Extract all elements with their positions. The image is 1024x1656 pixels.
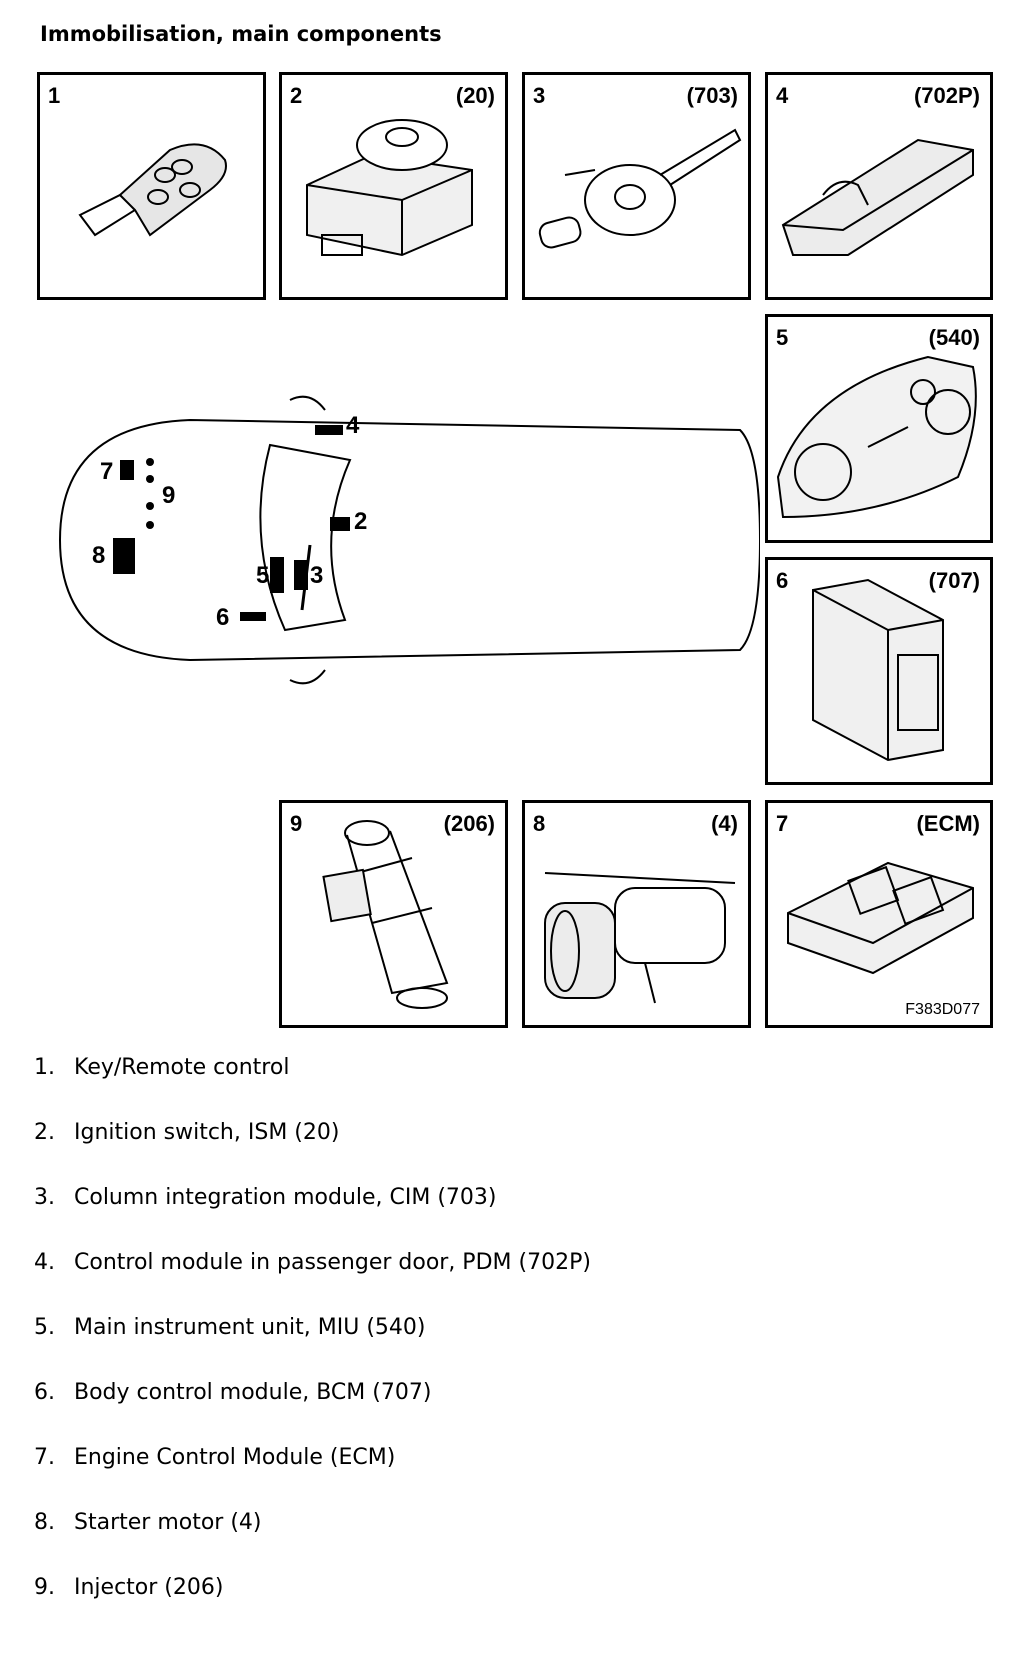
list-item: 1. Key/Remote control (34, 1055, 591, 1120)
panel-ecm: 7 (ECM) F383D077 (765, 800, 993, 1028)
injector-illustration (322, 820, 449, 1009)
list-item: 6. Body control module, BCM (707) (34, 1380, 591, 1445)
body-control-module-illustration (812, 578, 944, 762)
door-module-illustration (781, 138, 974, 256)
panel-number: 2 (290, 83, 303, 108)
component-list: 1. Key/Remote control 2. Ignition switch, … (34, 1055, 591, 1640)
panel-code: (ECM) (916, 811, 980, 836)
marker-4: 4 (346, 412, 360, 439)
panel-starter-motor: 8 (4) (522, 800, 751, 1028)
marker-2: 2 (354, 508, 368, 535)
list-item: 9. Injector (206) (34, 1575, 591, 1640)
marker-9: 9 (162, 482, 176, 509)
panel-code: (206) (443, 811, 495, 836)
panel-number: 9 (290, 811, 303, 836)
list-item: 8. Starter motor (4) (34, 1510, 591, 1575)
marker-5: 5 (256, 562, 270, 589)
item-text: Engine Control Module (ECM) (74, 1445, 396, 1470)
ignition-switch-illustration (306, 119, 473, 257)
panel-body-control-module: 6 (707) (765, 557, 993, 785)
starter-motor-illustration (544, 872, 736, 1004)
figure-id: F383D077 (905, 1001, 980, 1018)
item-number: 5. (34, 1315, 55, 1340)
instrument-unit-illustration (776, 355, 977, 519)
item-number: 4. (34, 1250, 55, 1275)
list-item: 7. Engine Control Module (ECM) (34, 1445, 591, 1510)
item-number: 6. (34, 1380, 55, 1405)
item-number: 1. (34, 1055, 55, 1080)
car-outline (58, 395, 762, 685)
item-number: 7. (34, 1445, 55, 1470)
panel-column-module: 3 (703) (522, 72, 751, 300)
ecm-illustration (787, 861, 974, 975)
panel-number: 4 (776, 83, 789, 108)
panel-number: 5 (776, 325, 789, 350)
item-number: 9. (34, 1575, 55, 1600)
marker-3: 3 (310, 562, 324, 589)
panel-code: (4) (711, 811, 738, 836)
item-number: 8. (34, 1510, 55, 1535)
vehicle-layout-diagram: 4 2 5 3 6 7 9 8 (40, 390, 762, 690)
marker-6: 6 (216, 604, 230, 631)
panel-instrument-unit: 5 (540) (765, 314, 993, 543)
item-number: 3. (34, 1185, 55, 1210)
item-text: Body control module, BCM (707) (74, 1380, 432, 1405)
panel-door-module: 4 (702P) (765, 72, 993, 300)
panel-code: (20) (455, 83, 495, 108)
panel-key: 1 (37, 72, 266, 300)
item-text: Ignition switch, ISM (20) (74, 1120, 340, 1145)
panel-number: 1 (48, 83, 61, 108)
panel-code: (703) (686, 83, 738, 108)
list-item: 3. Column integration module, CIM (703) (34, 1185, 591, 1250)
panel-number: 6 (776, 568, 789, 593)
panel-number: 7 (776, 811, 789, 836)
item-text: Column integration module, CIM (703) (74, 1185, 497, 1210)
item-text: Key/Remote control (74, 1055, 290, 1080)
item-text: Main instrument unit, MIU (540) (74, 1315, 426, 1340)
panel-code: (707) (928, 568, 980, 593)
column-module-illustration (538, 128, 742, 249)
panel-ignition-switch: 2 (20) (279, 72, 508, 300)
list-item: 5. Main instrument unit, MIU (540) (34, 1315, 591, 1380)
panel-number: 8 (533, 811, 546, 836)
item-text: Starter motor (4) (74, 1510, 262, 1535)
panel-injector: 9 (206) (279, 800, 508, 1028)
list-item: 2. Ignition switch, ISM (20) (34, 1120, 591, 1185)
panel-code: (702P) (913, 83, 980, 108)
marker-8: 8 (92, 542, 106, 569)
key-illustration (78, 143, 227, 237)
marker-7: 7 (100, 458, 114, 485)
item-text: Control module in passenger door, PDM (7… (74, 1250, 591, 1275)
panel-number: 3 (533, 83, 546, 108)
panel-code: (540) (928, 325, 980, 350)
list-item: 4. Control module in passenger door, PDM … (34, 1250, 591, 1315)
item-number: 2. (34, 1120, 55, 1145)
page-title: Immobilisation, main components (40, 22, 442, 46)
item-text: Injector (206) (74, 1575, 224, 1600)
